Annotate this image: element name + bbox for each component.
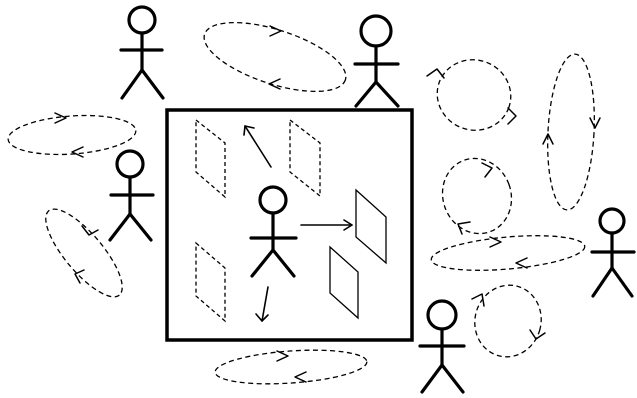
orbits: [7, 8, 600, 388]
orbit-mid-right: [432, 149, 522, 244]
gaze-arrow-up: [244, 126, 271, 167]
orbit-upper-left: [7, 112, 137, 159]
dashed-panel-bottom-left: [196, 243, 225, 321]
orbit-top-center: [196, 8, 353, 105]
solid-panel-upper: [356, 190, 386, 263]
stick-figure-right: [592, 209, 634, 296]
stick-figure-left: [110, 151, 153, 240]
solid-panel-lower: [330, 247, 358, 318]
gaze-arrow-right: [301, 220, 352, 230]
orbit-far-right: [543, 53, 600, 211]
orbit-mid-left: [34, 199, 134, 308]
dashed-panels: [196, 120, 320, 321]
view-frame: [167, 110, 412, 340]
orbit-bottom-center: [214, 346, 368, 389]
orbit-upper-right: [427, 49, 521, 140]
solid-panels: [330, 190, 386, 318]
stick-figure-bottom: [420, 301, 464, 392]
stick-figure-observer: [251, 187, 296, 276]
orbit-bottom-right: [467, 278, 549, 365]
dashed-panel-top-right: [290, 120, 320, 196]
orbit-lower-right: [430, 230, 586, 275]
stick-figure-top-left: [121, 7, 163, 98]
dashed-panel-top-left: [196, 120, 225, 197]
gaze-arrows: [244, 126, 352, 321]
stick-figures: [110, 7, 634, 392]
gaze-arrow-down: [256, 287, 268, 321]
stick-figure-top-center: [355, 16, 398, 106]
